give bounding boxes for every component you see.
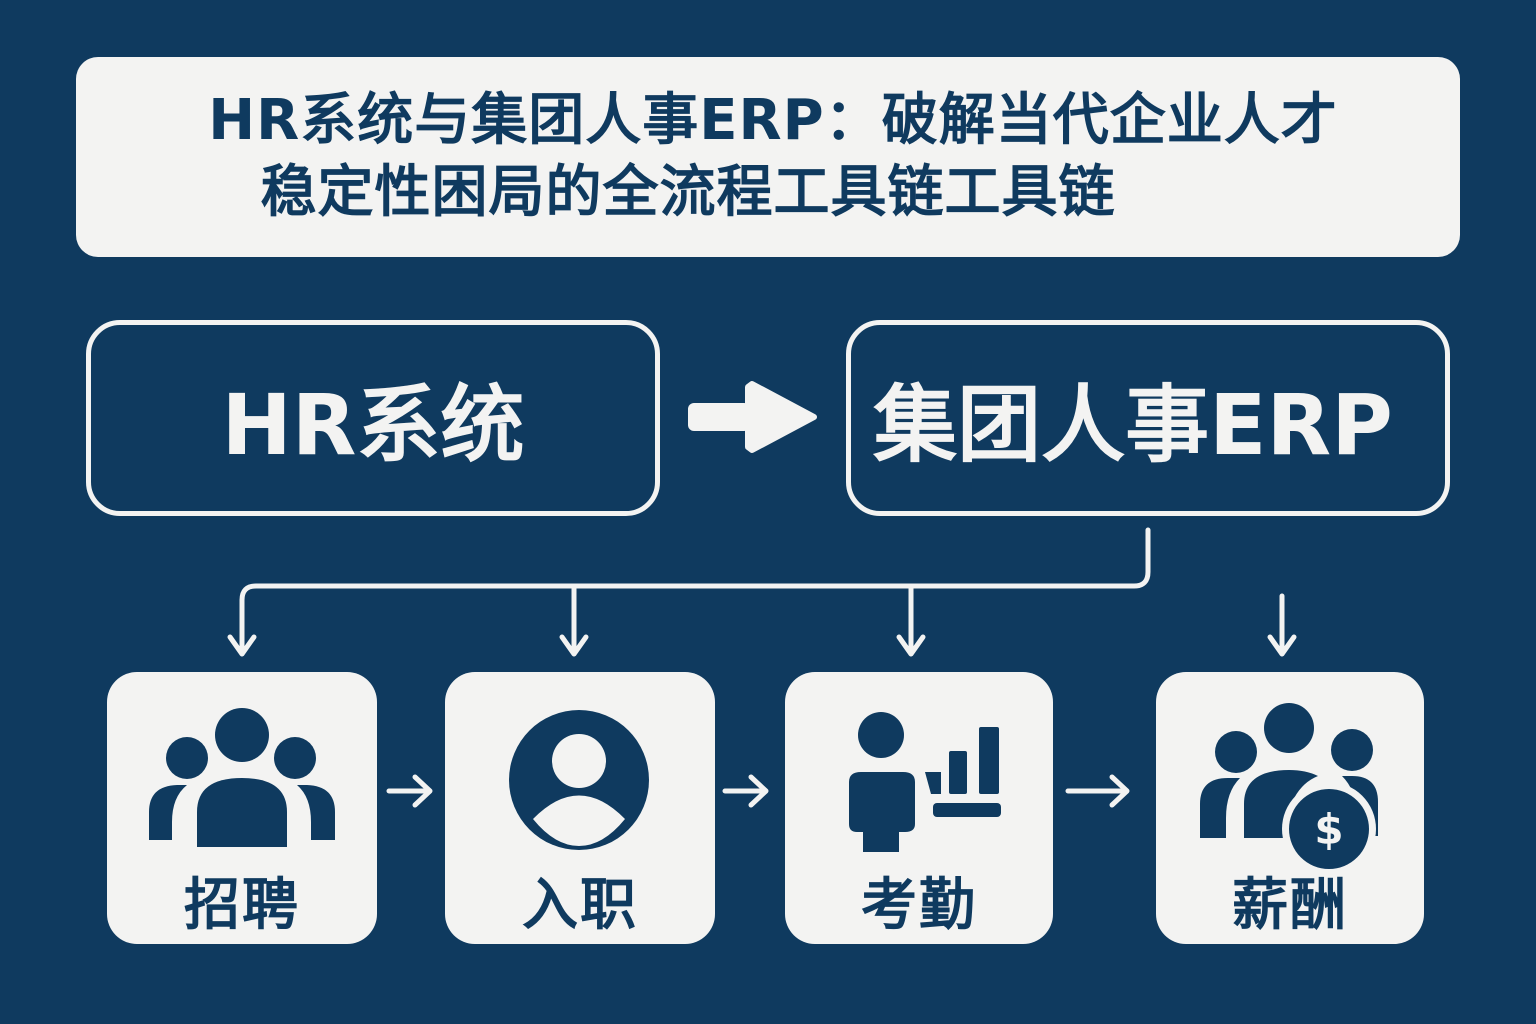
step-recruitment[interactable]: 招聘: [107, 672, 377, 944]
arrow-right-icon: [688, 381, 817, 453]
step-attendance[interactable]: 考勤: [785, 672, 1053, 944]
step-onboarding[interactable]: 入职: [445, 672, 715, 944]
title-panel: HR系统与集团人事ERP：破解当代企业人才 稳定性困局的全流程工具链工具链: [76, 57, 1460, 257]
step-attendance-label: 考勤: [861, 873, 977, 938]
group-erp-box: 集团人事ERP: [846, 320, 1450, 516]
dollar-sign-icon: $: [1314, 805, 1343, 854]
title-line-2: 稳定性困局的全流程工具链工具链: [260, 160, 1116, 225]
step-payroll-label: 薪酬: [1232, 873, 1348, 938]
group-erp-label: 集团人事ERP: [873, 375, 1393, 474]
arrow-right-small-icon: [386, 774, 1130, 808]
title-line-1: HR系统与集团人事ERP：破解当代企业人才: [208, 88, 1338, 153]
user-circle-icon: [509, 710, 649, 850]
arrow-down-icon: [227, 634, 1297, 657]
step-payroll[interactable]: $ 薪酬: [1156, 672, 1424, 944]
hr-system-label: HR系统: [221, 375, 525, 474]
user-bar-chart-icon: [849, 712, 1001, 852]
group-users-icon: [149, 708, 335, 847]
branch-connector: [239, 527, 1285, 655]
step-recruitment-label: 招聘: [184, 873, 300, 938]
hr-system-box: HR系统: [86, 320, 660, 516]
step-onboarding-label: 入职: [522, 873, 638, 938]
users-dollar-icon: $: [1200, 703, 1378, 876]
